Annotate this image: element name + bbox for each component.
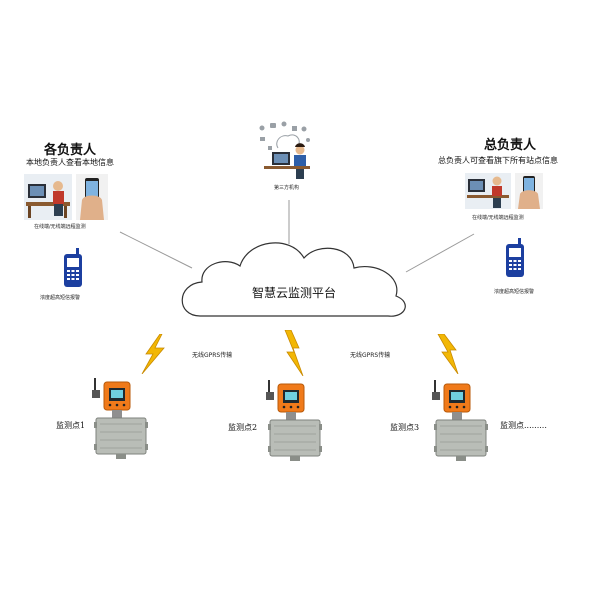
right-sms-caption: 浓度超高短信报警 (494, 289, 535, 295)
station-label-1: 监测点1 (56, 421, 86, 430)
connector-right (405, 233, 475, 273)
gprs-label-right: 无线GPRS传输 (350, 352, 391, 359)
right-manager-title: 总负责人 (484, 138, 537, 153)
connector-left (119, 231, 193, 269)
left-manager-title: 各负责人 (44, 143, 97, 158)
right-sms-phone-icon (506, 238, 524, 277)
right-manager-subtitle: 总负责人可查看旗下所有站点信息 (438, 156, 558, 165)
station-label-3: 监测点3 (390, 423, 420, 432)
gas-detector-station-1 (92, 378, 148, 459)
cloud-label: 智慧云监测平台 (252, 286, 337, 300)
gas-detector-station-2 (266, 380, 322, 461)
lightning-icon (284, 330, 304, 376)
left-manager-subtitle: 本地负责人查看本地信息 (26, 158, 114, 167)
sms-phone-icon (64, 248, 82, 287)
lightning-icon (141, 334, 165, 374)
hand-phone-illustration (76, 174, 108, 220)
third-party-illustration (259, 121, 310, 179)
right-hand-phone-illustration (515, 173, 543, 209)
gas-detector-station-3 (432, 380, 488, 461)
cloud-shape (181, 242, 406, 317)
station-label-2: 监测点2 (228, 423, 258, 432)
lightning-icon (437, 334, 459, 374)
station-label-more: 监测点......... (500, 421, 547, 430)
right-monitor-caption: 在线端/无线端远程监测 (472, 215, 524, 221)
third-party-caption: 第三方机构 (274, 185, 300, 191)
left-monitor-caption: 在线端/无线端远程监测 (34, 224, 86, 230)
right-desk-worker-illustration (465, 173, 511, 209)
left-sms-caption: 浓度超高短信报警 (40, 295, 81, 301)
gprs-label-left: 无线GPRS传输 (192, 352, 233, 359)
desk-worker-illustration (24, 174, 72, 220)
